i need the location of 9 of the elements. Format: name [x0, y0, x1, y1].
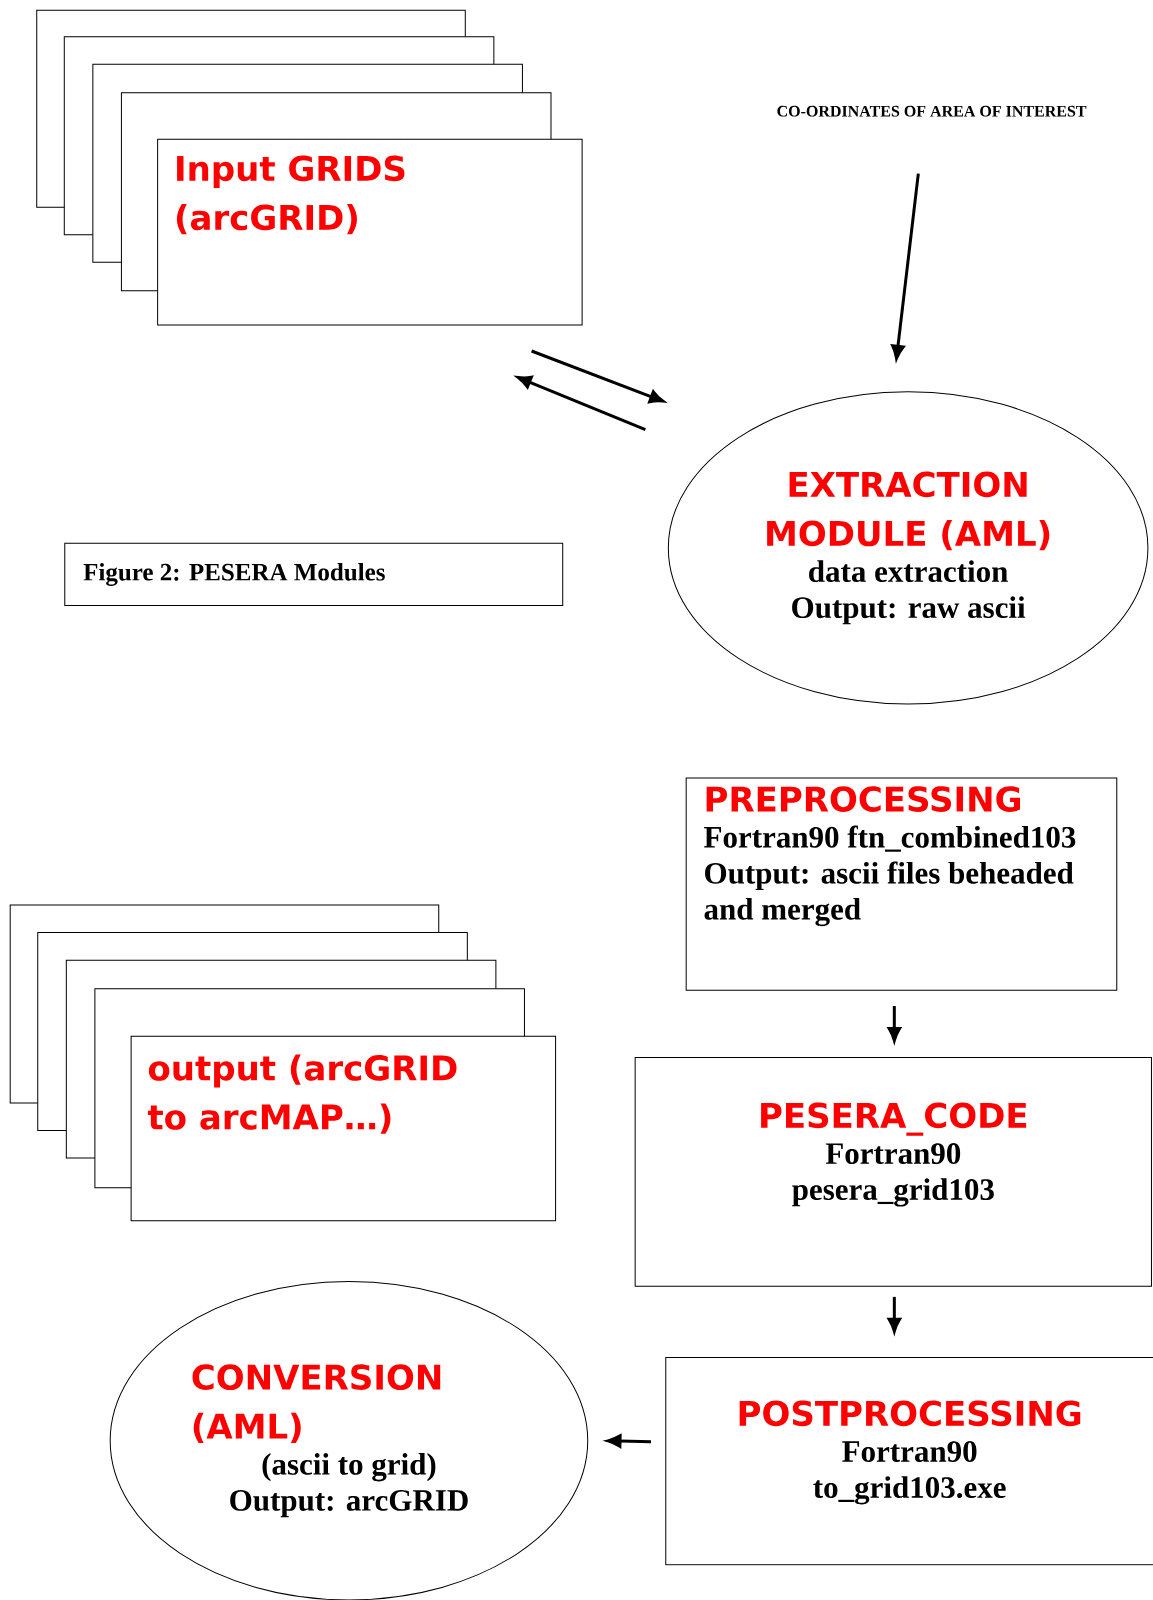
grid-sheet-box: output (arcGRID to arcMAP…) [130, 1035, 557, 1222]
arrow [531, 349, 665, 404]
process-box: PREPROCESSING Fortran90 ftn_combined103 Output: ascii files beheaded and merged [685, 777, 1118, 991]
process-box: PESERA_CODE Fortran90 pesera_grid103 [634, 1057, 1152, 1287]
process-box: POSTPROCESSING Fortran90 to_grid103.exe [665, 1357, 1153, 1566]
grid-sheet-box: Input GRIDS (arcGRID) [157, 138, 583, 326]
caption-box: Figure 2: PESERA Modules [64, 542, 564, 607]
annotation-text: CO-ORDINATES OF AREA OF INTEREST [777, 105, 1087, 117]
arrow [516, 375, 646, 431]
